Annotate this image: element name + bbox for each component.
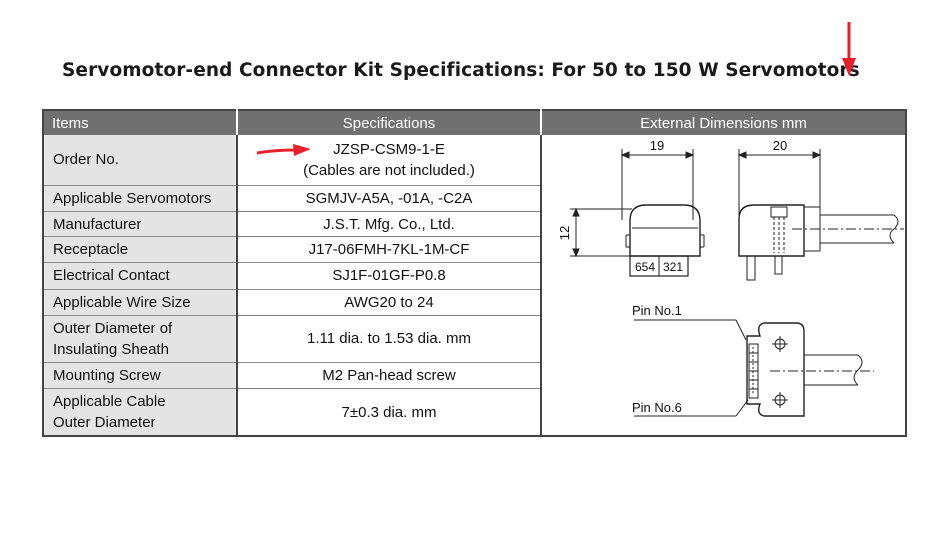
dim-width-front: 19 — [650, 138, 664, 153]
table-row: Manufacturer J.S.T. Mfg. Co., Ltd. — [43, 211, 906, 238]
arrow-down-icon — [842, 22, 856, 76]
row-value: SGMJV-A5A, -01A, -C2A — [237, 185, 542, 213]
row-label-line2: Insulating Sheath — [53, 340, 169, 358]
pin-first-label: Pin No.1 — [632, 303, 682, 318]
table-row: Electrical Contact SJ1F-01GF-P0.8 — [43, 262, 906, 290]
row-value: JZSP-CSM9-1-E (Cables are not included.) — [237, 135, 542, 186]
row-value: M2 Pan-head screw — [237, 362, 542, 390]
row-label: Receptacle — [43, 236, 238, 264]
row-label-line2: Outer Diameter — [53, 414, 156, 432]
table-row: Mounting Screw M2 Pan-head screw — [43, 362, 906, 390]
dim-height: 12 — [557, 226, 572, 240]
row-value: AWG20 to 24 — [237, 289, 542, 316]
row-label: Applicable Cable Outer Diameter — [43, 388, 238, 436]
dimensions-cell: 19 20 12 654 321 Pin No.1 Pin No.6 — [541, 135, 906, 436]
dim-width-side: 20 — [773, 138, 787, 153]
pin-numbers-left: 654 — [635, 260, 655, 274]
row-value: J.S.T. Mfg. Co., Ltd. — [237, 211, 542, 238]
header-items: Items — [43, 110, 238, 135]
pin-numbers-right: 321 — [663, 260, 683, 274]
table-row: Outer Diameter of Insulating Sheath 1.11… — [43, 315, 906, 363]
page-title: Servomotor-end Connector Kit Specificati… — [62, 60, 860, 81]
row-label: Applicable Wire Size — [43, 289, 238, 316]
table-header-row: Items Specifications External Dimensions… — [43, 110, 906, 135]
table-row: Applicable Wire Size AWG20 to 24 — [43, 289, 906, 316]
arrow-right-icon — [256, 144, 311, 156]
row-value: 1.11 dia. to 1.53 dia. mm — [237, 315, 542, 363]
table-row: Applicable Cable Outer Diameter 7±0.3 di… — [43, 388, 906, 436]
row-value: SJ1F-01GF-P0.8 — [237, 262, 542, 290]
row-label: Applicable Servomotors — [43, 185, 238, 213]
row-label-line1: Outer Diameter of — [53, 319, 173, 337]
table-row: Order No. JZSP-CSM9-1-E (Cables are not … — [43, 135, 906, 417]
spec-table: Items Specifications External Dimensions… — [42, 109, 907, 437]
header-specifications: Specifications — [237, 110, 542, 135]
row-value: 7±0.3 dia. mm — [237, 388, 542, 436]
row-value: J17-06FMH-7KL-1M-CF — [237, 236, 542, 264]
row-label: Outer Diameter of Insulating Sheath — [43, 315, 238, 363]
row-label-line1: Applicable Cable — [53, 393, 166, 411]
order-number: JZSP-CSM9-1-E — [333, 140, 445, 158]
dimension-drawings: 19 20 12 654 321 Pin No.1 Pin No.6 — [557, 138, 904, 417]
row-label: Mounting Screw — [43, 362, 238, 390]
row-label: Manufacturer — [43, 211, 238, 238]
table-row: Receptacle J17-06FMH-7KL-1M-CF — [43, 236, 906, 264]
order-note: (Cables are not included.) — [303, 161, 475, 179]
row-label: Electrical Contact — [43, 262, 238, 290]
pin-last-label: Pin No.6 — [632, 400, 682, 415]
table-row: Applicable Servomotors SGMJV-A5A, -01A, … — [43, 185, 906, 213]
row-label: Order No. — [43, 135, 238, 186]
header-dimensions: External Dimensions mm — [541, 110, 906, 135]
